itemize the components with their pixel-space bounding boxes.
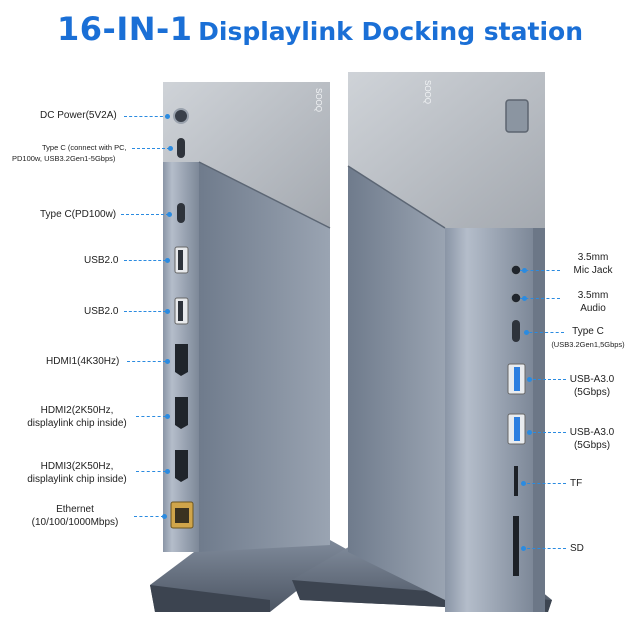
label-usba-2: USB-A3.0(5Gbps) — [569, 427, 615, 451]
power-button-icon — [505, 99, 529, 133]
leader-dot — [162, 514, 167, 519]
leader-dot — [165, 469, 170, 474]
hdmi1-port-icon — [175, 344, 188, 376]
label-usb2-b: USB2.0 — [84, 306, 119, 317]
label-typec-right: Type C (USB3.2Gen1,5Gbps) — [551, 326, 625, 349]
leader-dot — [165, 309, 170, 314]
leader-line — [124, 116, 168, 117]
label-dc-power: DC Power(5V2A) — [40, 110, 117, 121]
leader-dot — [524, 330, 529, 335]
leader-dot — [165, 414, 170, 419]
leader-line — [136, 416, 166, 417]
leader-dot — [527, 377, 532, 382]
brand-logo-right: SOOQ — [423, 80, 432, 104]
sd-slot-icon — [513, 516, 519, 576]
typec-pd-port-icon — [177, 203, 185, 223]
label-hdmi2: HDMI2(2K50Hz,displaylink chip inside) — [27, 405, 127, 429]
label-usb2-a: USB2.0 — [84, 255, 119, 266]
tf-slot-icon — [514, 466, 518, 496]
left-device: SOOQ — [150, 82, 348, 612]
label-sd: SD — [570, 543, 584, 554]
right-top-cap — [348, 72, 545, 228]
page-title: 16-IN-1 Displaylink Docking station — [0, 10, 640, 48]
title-text: Displaylink Docking station — [198, 17, 583, 46]
leader-line — [524, 332, 564, 333]
typec-data-port-icon — [177, 138, 185, 158]
hdmi2-port-icon — [175, 397, 188, 429]
leader-dot — [521, 546, 526, 551]
leader-line — [520, 298, 560, 299]
leader-line — [522, 483, 566, 484]
label-ethernet: Ethernet(10/100/1000Mbps) — [31, 504, 119, 528]
leader-dot — [167, 212, 172, 217]
leader-line — [522, 548, 566, 549]
dc-port-icon — [173, 108, 189, 124]
label-typec-data: Type C (connect with PC, PD100w, USB3.2G… — [12, 143, 127, 163]
leader-dot — [165, 258, 170, 263]
left-top-cap — [163, 82, 330, 228]
leader-line — [520, 270, 560, 271]
label-usba-1: USB-A3.0(5Gbps) — [569, 374, 615, 398]
leader-line — [124, 311, 166, 312]
brand-logo-left: SOOQ — [314, 88, 323, 112]
leader-dot — [168, 146, 173, 151]
leader-line — [121, 214, 169, 215]
leader-line — [528, 379, 566, 380]
leader-line — [124, 260, 166, 261]
hdmi3-port-icon — [175, 450, 188, 482]
label-hdmi3: HDMI3(2K50Hz,displaylink chip inside) — [27, 461, 127, 485]
leader-dot — [522, 268, 527, 273]
label-hdmi1: HDMI1(4K30Hz) — [46, 356, 120, 367]
title-number: 16-IN-1 — [57, 10, 193, 48]
leader-dot — [521, 481, 526, 486]
leader-line — [528, 432, 566, 433]
leader-line — [127, 361, 166, 362]
label-tf: TF — [570, 478, 583, 489]
right-device: SOOQ — [292, 72, 552, 612]
leader-line — [134, 516, 164, 517]
leader-dot — [527, 430, 532, 435]
leader-line — [136, 471, 166, 472]
leader-line — [132, 148, 170, 149]
leader-dot — [522, 296, 527, 301]
label-typec-pd: Type C(PD100w) — [40, 209, 117, 220]
leader-dot — [165, 359, 170, 364]
typec-right-port-icon — [512, 320, 520, 342]
leader-dot — [165, 114, 170, 119]
